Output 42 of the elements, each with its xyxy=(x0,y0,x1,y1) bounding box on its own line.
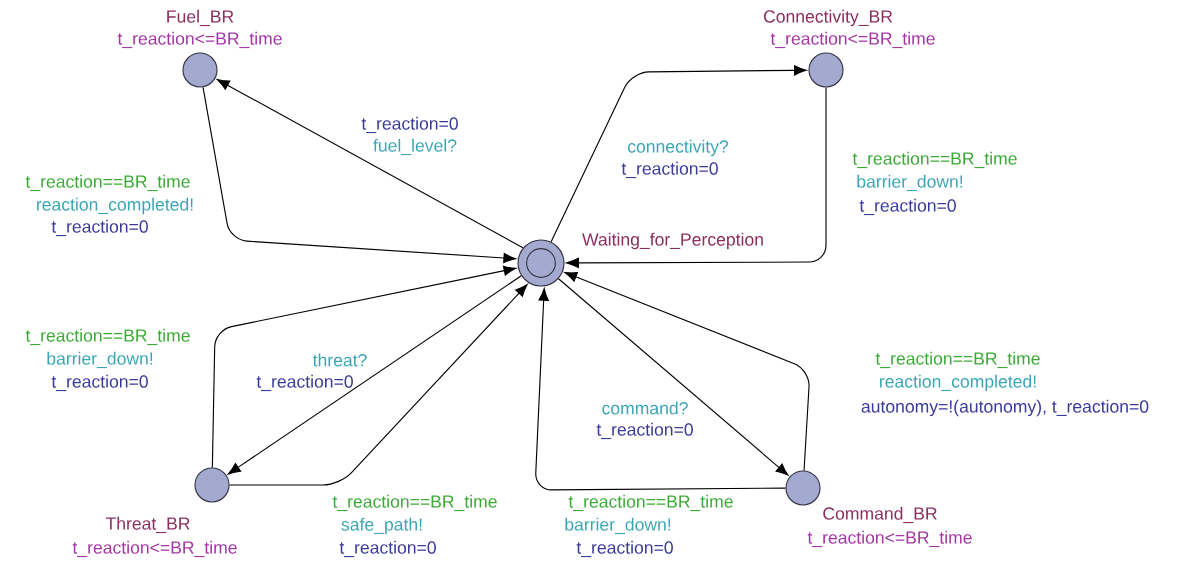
transition-label: t_reaction==BR_time xyxy=(852,151,1017,169)
transition-arrow xyxy=(550,65,807,243)
location-label: Fuel_BR xyxy=(167,9,234,27)
transition-label: reaction_completed! xyxy=(37,197,193,215)
transition-arrow xyxy=(216,79,524,249)
transition-label: barrier_down! xyxy=(565,517,671,535)
transition-label: t_reaction=0 xyxy=(256,374,353,392)
transition-label: t_reaction==BR_time xyxy=(332,494,497,512)
location-label: t_reaction<=BR_time xyxy=(117,31,282,49)
location-label: Threat_BR xyxy=(105,516,190,534)
transition-arrow xyxy=(202,86,517,264)
transition-label: barrier_down! xyxy=(47,351,153,369)
transition-arrow xyxy=(566,87,827,269)
transition-label: reaction_completed! xyxy=(880,374,1036,392)
transition-label: t_reaction=0 xyxy=(51,374,148,392)
transition-label: t_reaction=0 xyxy=(51,219,148,237)
location-label: Command_BR xyxy=(823,506,937,524)
transition-arrow xyxy=(557,278,789,476)
location-label: Waiting_for_Perception xyxy=(582,232,763,250)
transition-label: t_reaction=0 xyxy=(621,161,718,179)
transition-label: t_reaction=0 xyxy=(859,198,956,216)
transition-label: safe_path! xyxy=(341,517,422,535)
transition-label: t_reaction==BR_time xyxy=(25,174,190,192)
transition-label: fuel_level? xyxy=(373,138,457,156)
transition-label: t_reaction==BR_time xyxy=(568,494,733,512)
location-label: t_reaction<=BR_time xyxy=(807,530,972,548)
transition-label: barrier_down! xyxy=(857,174,963,192)
transition-label: t_reaction=0 xyxy=(339,540,436,558)
transition-arrow xyxy=(535,288,786,491)
transition-label: connectivity? xyxy=(627,139,729,157)
transition-label: threat? xyxy=(312,353,367,367)
transition-arrow xyxy=(564,271,810,471)
transition-label: t_reaction=0 xyxy=(576,540,673,558)
location-label: t_reaction<=BR_time xyxy=(72,540,237,558)
location-label: t_reaction<=BR_time xyxy=(770,31,935,49)
location-label: Connectivity_BR xyxy=(763,9,893,27)
transition-label: t_reaction==BR_time xyxy=(25,328,190,346)
transition-label: autonomy=!(autonomy), t_reaction=0 xyxy=(861,399,1149,417)
transition-label: t_reaction=0 xyxy=(361,116,458,134)
transition-label: t_reaction=0 xyxy=(596,422,693,440)
transition-label: command? xyxy=(602,401,688,415)
transition-label: t_reaction==BR_time xyxy=(875,351,1040,369)
